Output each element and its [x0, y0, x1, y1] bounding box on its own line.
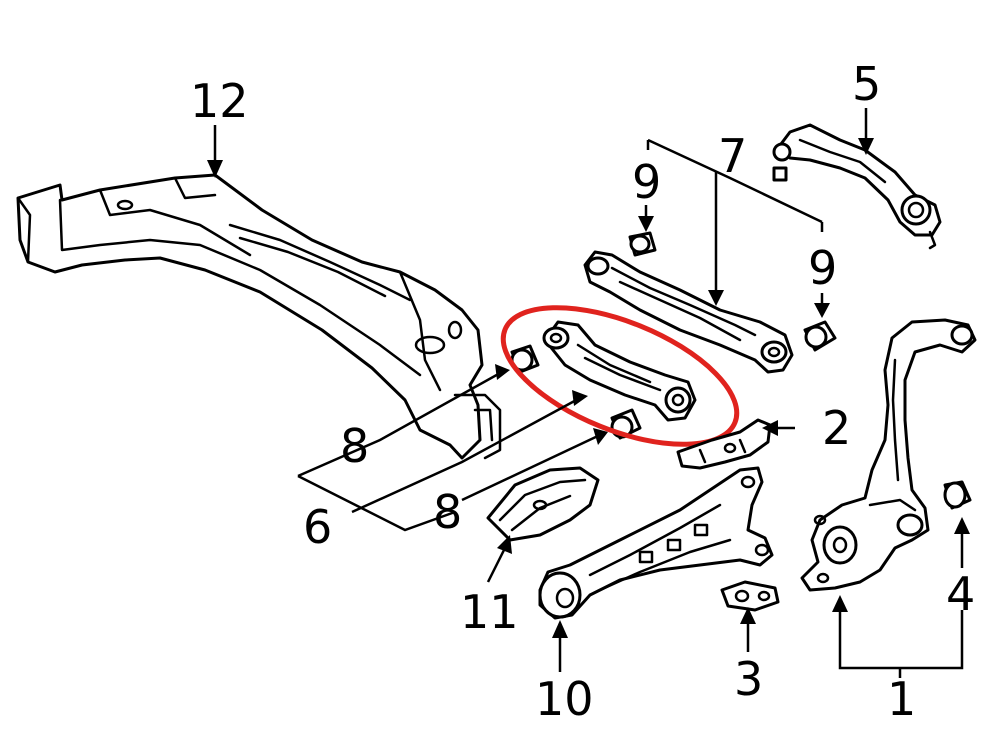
callout-3: 3	[734, 652, 763, 706]
bushing-part-9-right	[803, 320, 837, 352]
bushing-part-9-left	[628, 231, 657, 257]
callout-labels: 12 5 7 9 9 8 8 6 2 11 10 3 1 4	[190, 57, 975, 726]
callout-1: 1	[887, 672, 916, 726]
callout-12: 12	[190, 74, 249, 128]
callout-9-right: 9	[808, 241, 837, 295]
callout-7: 7	[718, 129, 747, 183]
callout-11: 11	[460, 585, 519, 639]
bracket-part-3	[720, 580, 780, 612]
bushing-part-8-upper	[510, 344, 540, 374]
bushing-part-4	[943, 480, 972, 510]
callout-2: 2	[822, 401, 851, 455]
callout-9-left: 9	[632, 155, 661, 209]
knuckle-part-1	[800, 318, 977, 592]
upper-arm-part-5	[772, 123, 942, 250]
lateral-arm-part-6	[542, 320, 697, 422]
trailing-arm-part-10	[538, 466, 774, 620]
leader-lines	[207, 108, 970, 678]
callout-6: 6	[303, 500, 332, 554]
bracket-part-2	[676, 418, 772, 470]
highlight-ring	[500, 305, 740, 447]
callout-10: 10	[535, 672, 594, 726]
callout-8-upper: 8	[340, 419, 369, 473]
crossmember-part-12	[16, 173, 502, 460]
plate-part-11	[486, 466, 600, 542]
callout-5: 5	[852, 57, 881, 111]
control-arm-part-7	[583, 250, 794, 374]
callout-4: 4	[946, 567, 975, 621]
callout-8-lower: 8	[433, 485, 462, 539]
